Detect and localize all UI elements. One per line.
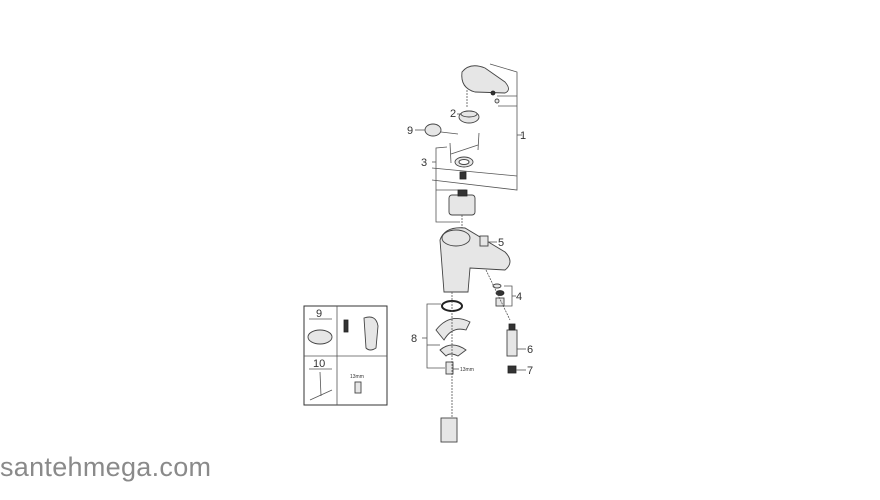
thermometer-icon	[343, 319, 349, 333]
part-label-8: 8	[411, 333, 417, 345]
inset-label-10: 10	[313, 358, 325, 370]
cap-part-2	[458, 110, 480, 124]
inset-cover-icon	[307, 329, 333, 345]
hex-key-icon	[319, 371, 322, 397]
nut-icon	[354, 381, 362, 394]
aerator-parts-4	[492, 283, 505, 307]
size-annotation-13mm: 13mm	[460, 367, 474, 373]
cover-part-9	[424, 123, 442, 137]
inset-label-13mm: 13mm	[350, 374, 364, 380]
watermark: santehmega.com	[0, 452, 212, 482]
part-label-4: 4	[516, 291, 522, 303]
screws-and-ring	[449, 132, 480, 180]
inset-tools-panel: 9 10 13mm	[303, 305, 388, 406]
lever-handle	[461, 65, 509, 104]
part-label-9: 9	[407, 125, 413, 137]
part-label-6: 6	[527, 344, 533, 356]
part-label-3: 3	[421, 157, 427, 169]
mounting-parts-8	[435, 300, 471, 443]
part-label-1: 1	[520, 130, 526, 142]
cartridge	[448, 189, 476, 216]
bracket-part-1	[431, 63, 522, 191]
valve-part-6	[506, 323, 518, 357]
nut-part-7	[507, 365, 517, 374]
handle-icon	[363, 316, 379, 351]
inset-label-9: 9	[316, 308, 322, 320]
part-label-2: 2	[450, 108, 456, 120]
part-label-5: 5	[498, 237, 504, 249]
faucet-body	[439, 227, 511, 293]
part-label-7: 7	[527, 365, 533, 377]
